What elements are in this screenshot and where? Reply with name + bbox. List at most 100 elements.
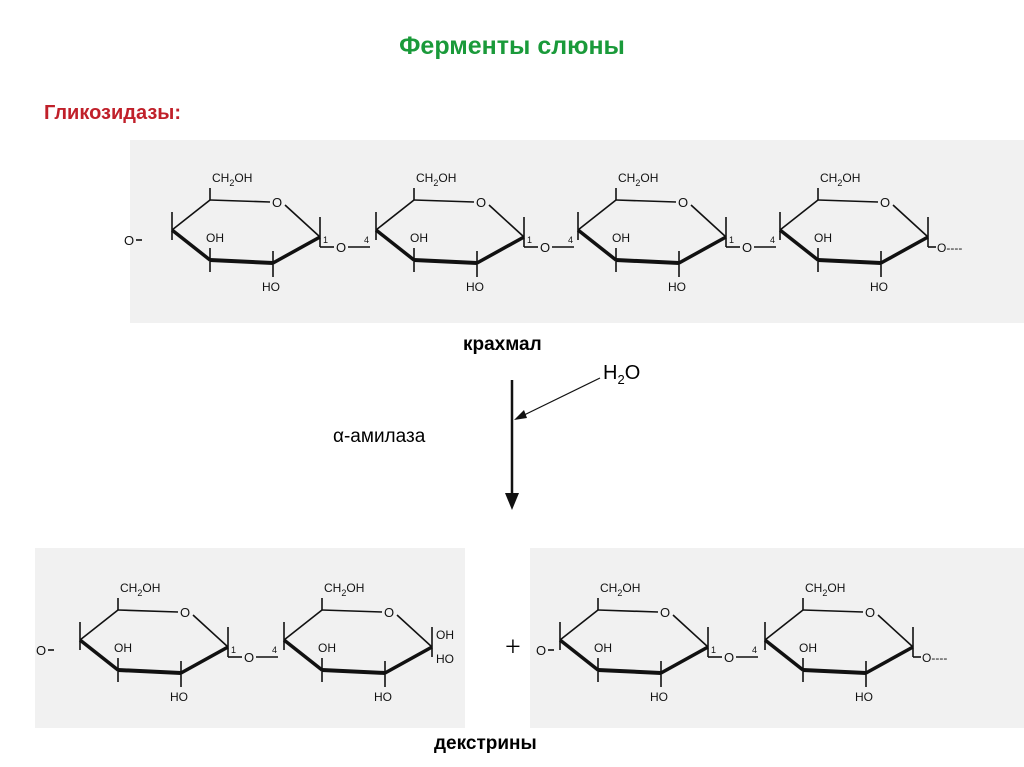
ring-oxygen: O <box>678 195 688 210</box>
bond-line <box>690 204 727 238</box>
carbon-4-label: 4 <box>568 235 573 245</box>
oh-label: OH <box>114 641 132 655</box>
bond-line <box>413 199 475 203</box>
ho-label: HO <box>374 690 392 704</box>
bold-bond <box>576 228 618 262</box>
bold-bond <box>321 668 386 675</box>
water-sub: 2 <box>617 372 625 387</box>
plus-sign: + <box>505 632 521 663</box>
carbon-1-label: 1 <box>729 235 734 245</box>
bold-bond <box>865 645 914 675</box>
ring-oxygen: O <box>384 605 394 620</box>
bond-line <box>192 614 229 648</box>
water-o: O <box>624 362 641 384</box>
ring-oxygen: O <box>660 605 670 620</box>
chain-continuation: O---- <box>922 651 947 665</box>
ho-label: HO <box>855 690 873 704</box>
bold-bond <box>413 258 478 265</box>
bold-bond <box>272 235 321 265</box>
oh-label: OH <box>318 641 336 655</box>
bond-line <box>488 204 525 238</box>
glycosidic-oxygen: O <box>742 240 752 255</box>
bold-bond <box>678 235 727 265</box>
ho-label: HO <box>870 280 888 294</box>
water-label: H2O <box>603 362 640 387</box>
ring-oxygen: O <box>272 195 282 210</box>
bold-bond <box>180 645 229 675</box>
ring-oxygen: O <box>865 605 875 620</box>
ch2oh-label: CH2OH <box>416 171 456 188</box>
ho-label: HO <box>170 690 188 704</box>
bond-line <box>321 609 383 613</box>
glycosidic-oxygen: O <box>244 650 254 665</box>
bond-line <box>764 609 804 641</box>
chain-start-oxygen: O <box>36 643 46 658</box>
starch-label: крахмал <box>463 334 542 355</box>
bond-line <box>779 199 819 231</box>
chain-start-oxygen: O <box>536 643 546 658</box>
oh-label: OH <box>814 231 832 245</box>
bond-line <box>802 609 864 613</box>
oh-label: OH <box>612 231 630 245</box>
ring-oxygen: O <box>180 605 190 620</box>
ring-oxygen: O <box>476 195 486 210</box>
bond-line <box>79 609 119 641</box>
carbon-4-label: 4 <box>364 235 369 245</box>
bond-line <box>375 199 415 231</box>
bold-bond <box>209 258 274 265</box>
bold-bond <box>170 228 212 262</box>
oh-label: OH <box>206 231 224 245</box>
bold-bond <box>763 638 805 672</box>
bond-line <box>817 199 879 203</box>
bond-line <box>283 609 323 641</box>
bond-line <box>559 609 599 641</box>
bond-line <box>877 614 914 648</box>
bold-bond <box>597 668 662 675</box>
ch2oh-label: CH2OH <box>600 581 640 598</box>
ho-label: HO <box>668 280 686 294</box>
carbon-4-label: 4 <box>272 645 277 655</box>
bold-bond <box>117 668 182 675</box>
bold-bond <box>558 638 600 672</box>
bond-line <box>892 204 929 238</box>
bond-line <box>209 199 271 203</box>
bond-line <box>117 609 179 613</box>
ch2oh-label: CH2OH <box>120 581 160 598</box>
water-arrow-head <box>514 410 527 420</box>
bold-bond <box>476 235 525 265</box>
starch-structure-image <box>130 140 1024 323</box>
enzyme-label: α-амилаза <box>333 426 426 447</box>
carbon-1-label: 1 <box>231 645 236 655</box>
bond-line <box>171 199 211 231</box>
bold-bond <box>817 258 882 265</box>
oh-label: OH <box>799 641 817 655</box>
ch2oh-label: CH2OH <box>212 171 252 188</box>
carbon-4-label: 4 <box>770 235 775 245</box>
ch2oh-label: CH2OH <box>820 171 860 188</box>
slide-title: Ферменты слюны <box>399 32 625 60</box>
glycosidic-oxygen: O <box>540 240 550 255</box>
carbon-1-label: 1 <box>527 235 532 245</box>
carbon-4-label: 4 <box>752 645 757 655</box>
ch2oh-label: CH2OH <box>805 581 845 598</box>
dextrins-label: декстрины <box>434 733 537 754</box>
oh-label: OH <box>436 628 454 642</box>
bold-bond <box>384 645 433 675</box>
water-h: H <box>603 362 618 384</box>
bond-line <box>284 204 321 238</box>
water-arrow <box>517 377 601 419</box>
ch2oh-label: CH2OH <box>618 171 658 188</box>
carbon-1-label: 1 <box>323 235 328 245</box>
ho-label: HO <box>650 690 668 704</box>
carbon-1-label: 1 <box>711 645 716 655</box>
ho-label: HO <box>436 652 454 666</box>
glycosidic-oxygen: O <box>724 650 734 665</box>
bold-bond <box>78 638 120 672</box>
bond-line <box>615 199 677 203</box>
chain-start-oxygen: O <box>124 233 134 248</box>
bold-bond <box>660 645 709 675</box>
oh-label: OH <box>410 231 428 245</box>
bond-line <box>396 614 433 648</box>
